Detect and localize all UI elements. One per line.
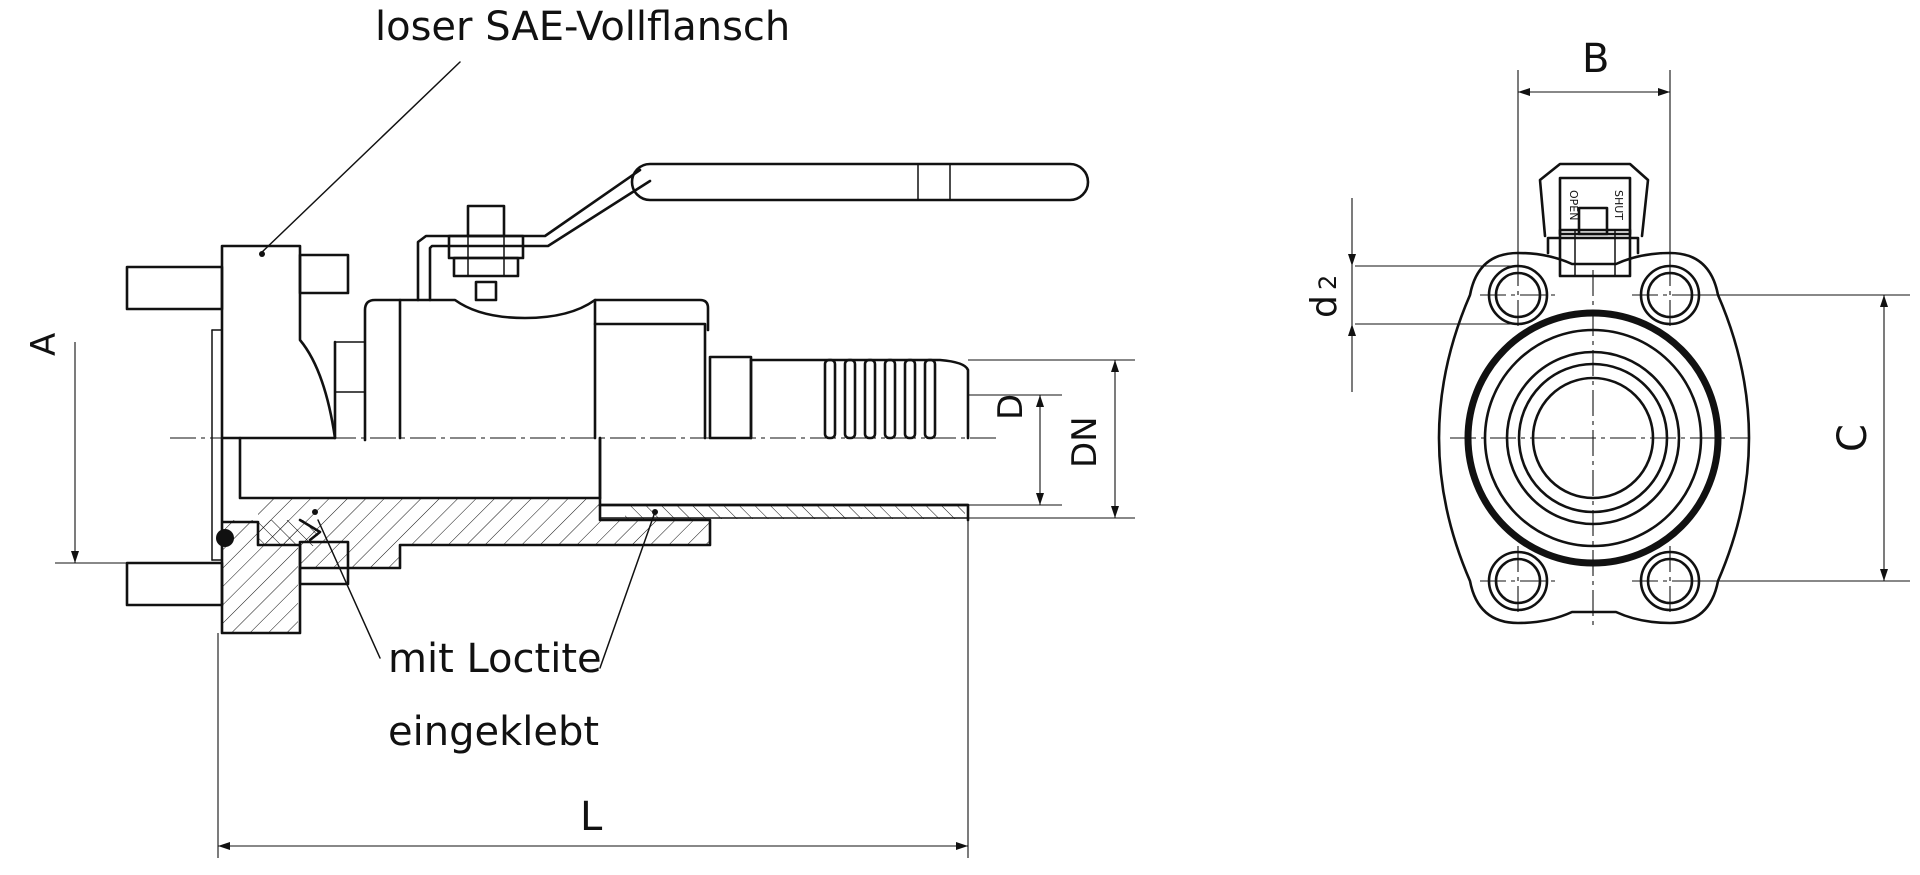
dim-l-label: L (580, 794, 603, 840)
dim-d2-label: d (1304, 295, 1345, 318)
dimension-a: A (24, 333, 222, 564)
dim-a-label: A (24, 333, 64, 356)
valve-stem-and-lever (416, 162, 1090, 302)
hose-ribs (823, 358, 937, 440)
upper-bolt-head (298, 253, 350, 295)
concentric-rings (1464, 309, 1722, 567)
dim-d2-subscript: 2 (1314, 275, 1342, 290)
dimension-l: L (217, 520, 969, 858)
upper-bolt-stud (125, 265, 224, 311)
marking-shut: SHUT (1612, 190, 1625, 220)
front-view: OPEN SHUT B C d 2 (1304, 36, 1910, 630)
flange-leader (259, 61, 461, 255)
lower-bolt-stud (125, 561, 224, 607)
marking-open: OPEN (1567, 190, 1580, 220)
loctite-label-line1: mit Loctite (388, 636, 602, 682)
dim-d-label: D (991, 394, 1031, 420)
dimension-d2: d 2 (1304, 198, 1520, 392)
front-handle: OPEN SHUT (1538, 162, 1650, 278)
sectioned-lower-half (238, 436, 970, 570)
dimension-dn: DN (968, 359, 1135, 519)
flange-label: loser SAE-Vollflansch (375, 4, 790, 50)
hose-tail (708, 355, 970, 440)
loctite-leader-2 (599, 511, 656, 669)
side-view: A D DN L loser SAE-Vollflansch mit Locti… (24, 4, 1135, 858)
dim-b-label: B (1582, 36, 1609, 82)
valve-body (333, 298, 710, 442)
dim-dn-label: DN (1065, 416, 1105, 468)
dimension-c: C (1700, 294, 1910, 582)
loctite-label-line2: eingeklebt (388, 709, 599, 755)
dimension-b: B (1517, 36, 1671, 266)
dim-c-label: C (1830, 424, 1876, 452)
sae-flange (211, 244, 337, 635)
loctite-leader-1 (317, 519, 381, 659)
dimension-d: D (968, 394, 1062, 506)
